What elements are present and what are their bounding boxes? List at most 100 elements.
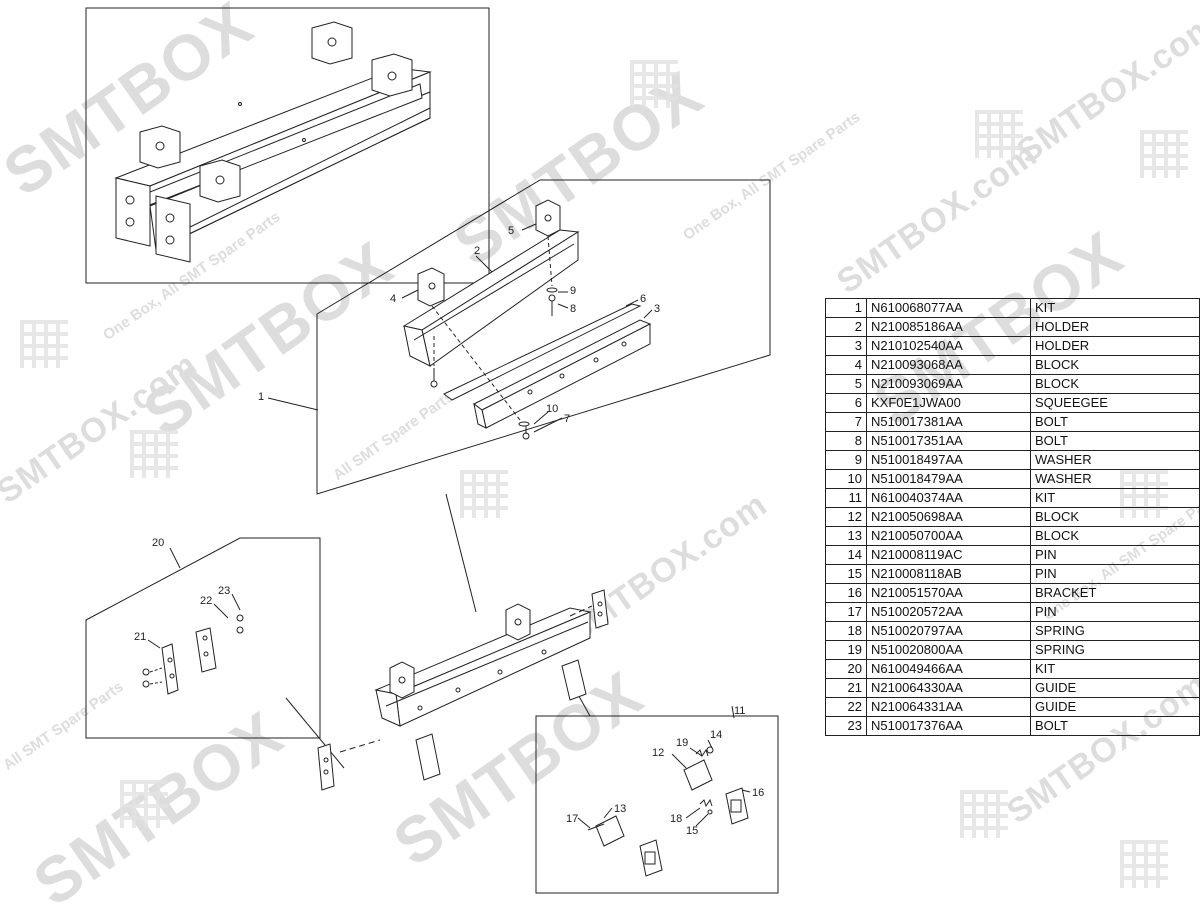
block-4-drawing bbox=[418, 268, 444, 306]
frame-assembled-view bbox=[86, 8, 489, 283]
block-13-drawing bbox=[596, 816, 624, 846]
leader-line bbox=[170, 548, 180, 568]
pin-17-drawing bbox=[588, 824, 604, 830]
part-number-index: 15 bbox=[825, 564, 867, 584]
leader-line bbox=[742, 790, 750, 792]
leader-line bbox=[402, 290, 418, 298]
part-number-index: 23 bbox=[825, 716, 867, 736]
part-name: BOLT bbox=[1030, 716, 1200, 736]
washer-10-drawing bbox=[519, 422, 529, 426]
part-code: N510017381AA bbox=[866, 412, 1031, 432]
leader-line bbox=[604, 808, 612, 818]
part-code: N210085186AA bbox=[866, 317, 1031, 337]
part-number-index: 21 bbox=[825, 678, 867, 698]
assembled-squeegee-unit bbox=[116, 22, 430, 262]
part-code: N210051570AA bbox=[866, 583, 1031, 603]
callout-3: 3 bbox=[654, 303, 660, 315]
block-5-drawing bbox=[536, 200, 560, 236]
part-name: PIN bbox=[1030, 545, 1200, 565]
part-number-index: 3 bbox=[825, 336, 867, 356]
part-number-index: 14 bbox=[825, 545, 867, 565]
leader-line bbox=[672, 754, 686, 768]
callout-18: 18 bbox=[670, 813, 682, 825]
part-name: BLOCK bbox=[1030, 374, 1200, 394]
part-code: N210008119AC bbox=[866, 545, 1031, 565]
pin-15-drawing bbox=[708, 810, 712, 814]
callout-17: 17 bbox=[566, 813, 578, 825]
part-number-index: 4 bbox=[825, 355, 867, 375]
callout-13: 13 bbox=[614, 803, 626, 815]
leader-line bbox=[696, 814, 708, 826]
part-code: N610068077AA bbox=[866, 298, 1031, 318]
leader-line bbox=[644, 310, 652, 318]
part-number-index: 8 bbox=[825, 431, 867, 451]
alignment-line bbox=[548, 236, 552, 286]
connector-line bbox=[286, 698, 344, 768]
alignment-line bbox=[432, 306, 520, 420]
frame-kit-1 bbox=[268, 180, 770, 494]
part-name: GUIDE bbox=[1030, 678, 1200, 698]
part-name: SPRING bbox=[1030, 640, 1200, 660]
part-code: N510020800AA bbox=[866, 640, 1031, 660]
block-12-drawing bbox=[684, 760, 712, 790]
exploded-view-drawing: 1 2 3 4 5 6 7 8 9 10 11 12 13 14 15 16 1… bbox=[0, 0, 1200, 900]
leader-line bbox=[522, 224, 536, 230]
part-code: N510020572AA bbox=[866, 602, 1031, 622]
callout-15: 15 bbox=[686, 825, 698, 837]
part-code: KXF0E1JWA00 bbox=[866, 393, 1031, 413]
leader-line bbox=[534, 412, 548, 424]
leader-line bbox=[708, 740, 712, 748]
leader-line bbox=[690, 748, 702, 756]
frame-kit-11 bbox=[536, 706, 778, 893]
part-name: PIN bbox=[1030, 602, 1200, 622]
callout-20: 20 bbox=[152, 537, 164, 549]
part-number-index: 13 bbox=[825, 526, 867, 546]
part-number-index: 22 bbox=[825, 697, 867, 717]
bracket-lower-drawing bbox=[640, 840, 662, 876]
guide-22-drawing bbox=[196, 628, 216, 672]
part-name: HOLDER bbox=[1030, 317, 1200, 337]
part-name: KIT bbox=[1030, 488, 1200, 508]
part-number-index: 17 bbox=[825, 602, 867, 622]
bolt-23-drawing bbox=[143, 615, 243, 687]
leader-line bbox=[148, 640, 160, 648]
callout-12: 12 bbox=[652, 747, 664, 759]
callout-11: 11 bbox=[734, 705, 745, 717]
part-name: SPRING bbox=[1030, 621, 1200, 641]
part-name: SQUEEGEE bbox=[1030, 393, 1200, 413]
part-number-index: 10 bbox=[825, 469, 867, 489]
part-number-index: 20 bbox=[825, 659, 867, 679]
part-number-index: 19 bbox=[825, 640, 867, 660]
bolt-8-drawing bbox=[549, 295, 555, 316]
frame-kit-20 bbox=[86, 538, 320, 738]
part-name: BLOCK bbox=[1030, 526, 1200, 546]
part-code: N610049466AA bbox=[866, 659, 1031, 679]
pin-14-drawing bbox=[707, 747, 713, 753]
callout-7: 7 bbox=[564, 413, 570, 425]
callout-4: 4 bbox=[390, 293, 396, 305]
callout-6: 6 bbox=[640, 293, 646, 305]
part-number-index: 11 bbox=[825, 488, 867, 508]
part-code: N210050700AA bbox=[866, 526, 1031, 546]
leader-line bbox=[214, 604, 228, 618]
callout-19: 19 bbox=[676, 737, 688, 749]
callout-1: 1 bbox=[258, 391, 264, 403]
part-name: WASHER bbox=[1030, 469, 1200, 489]
callout-14: 14 bbox=[710, 729, 722, 741]
leader-line bbox=[476, 256, 492, 272]
part-code: N610040374AA bbox=[866, 488, 1031, 508]
